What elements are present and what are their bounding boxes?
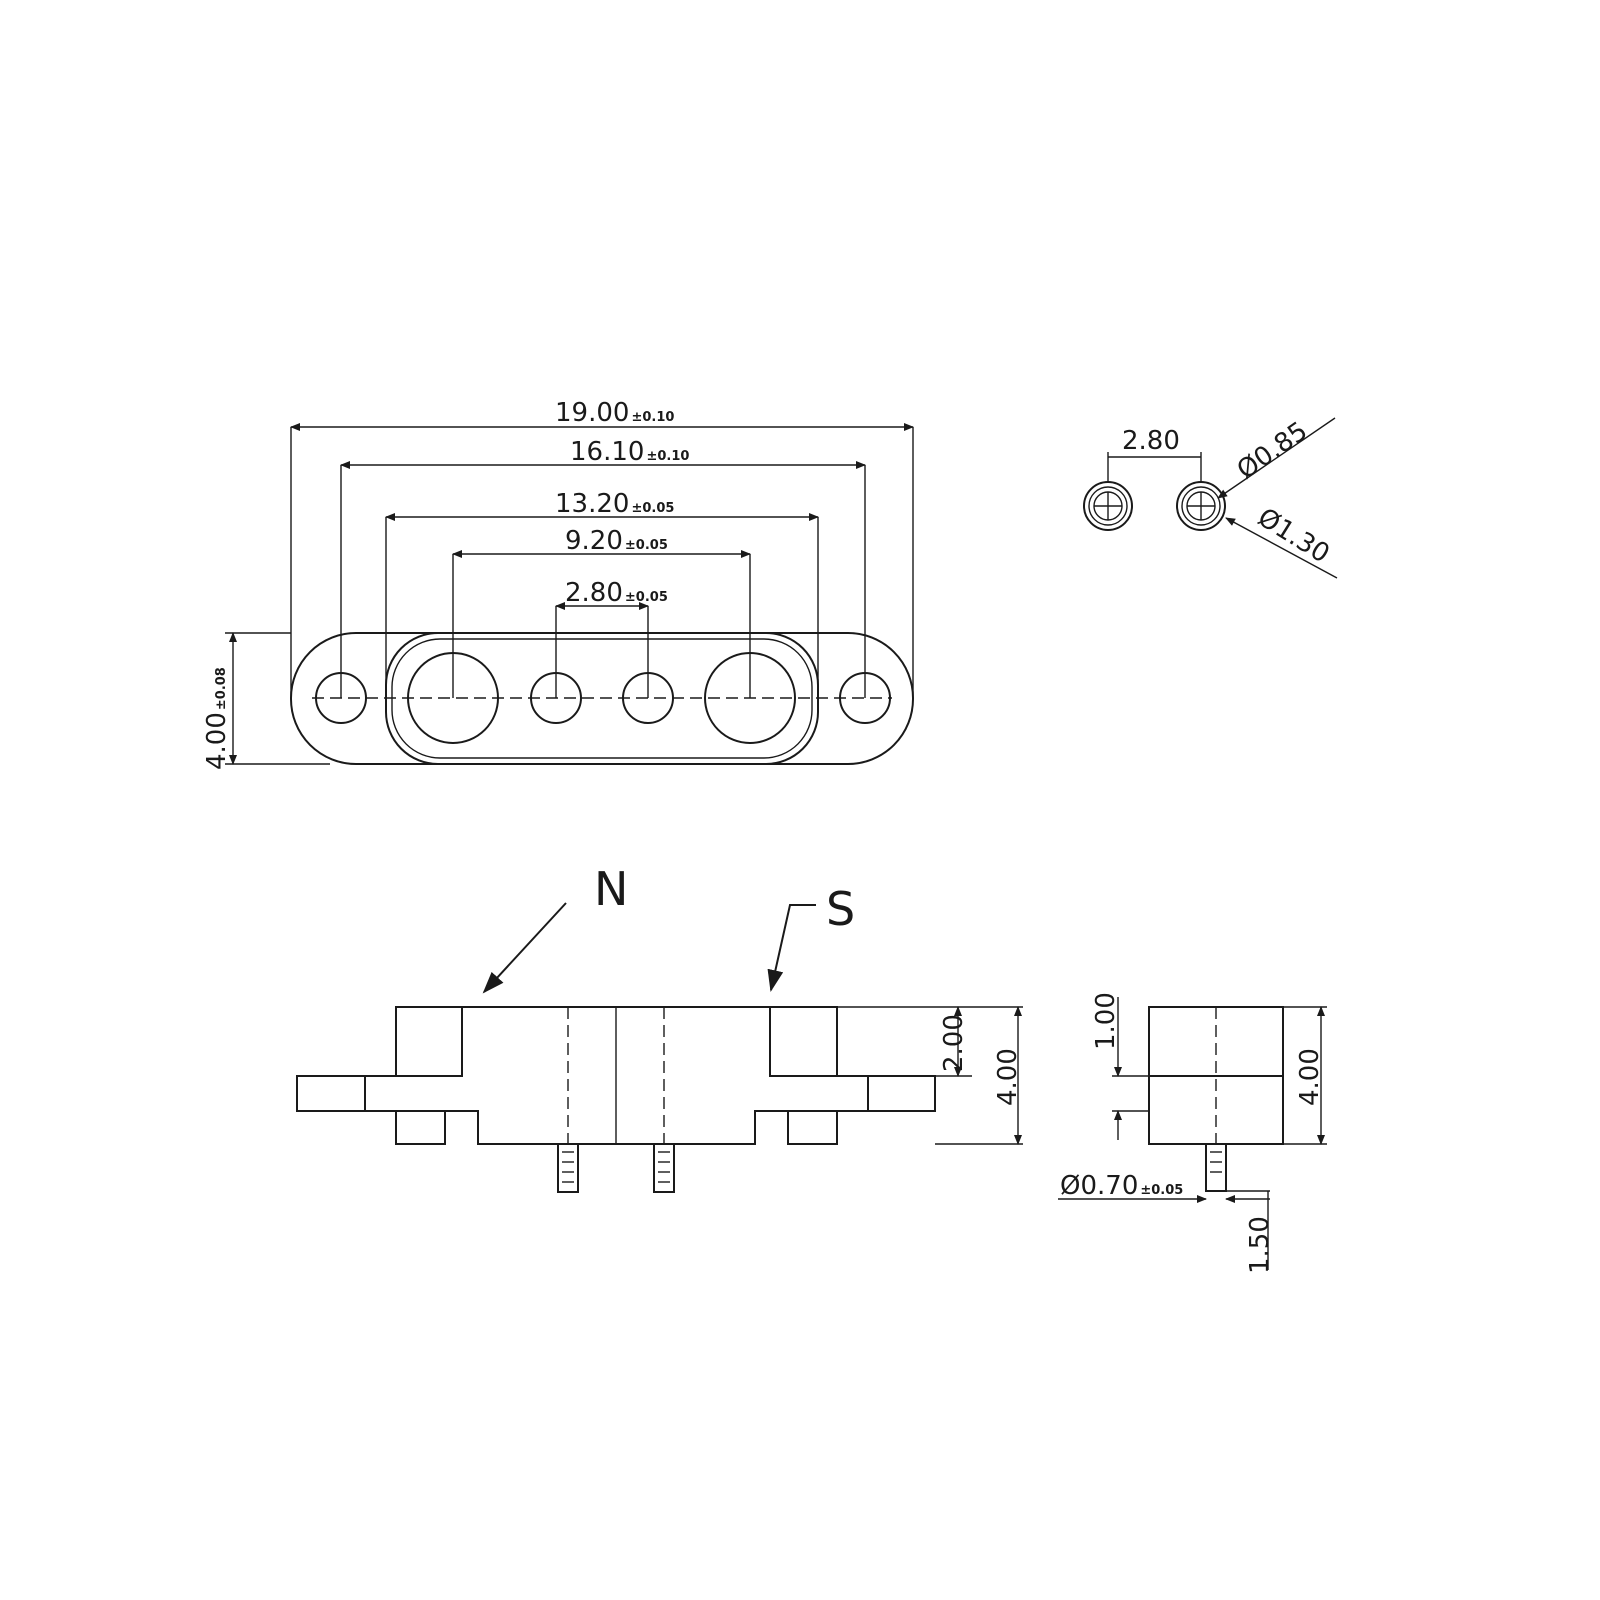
dim-4-label: 4.00: [993, 1048, 1023, 1106]
end-pin-len-label: 1.50: [1245, 1216, 1275, 1274]
dim-9-label: 9.20±0.05: [565, 526, 668, 556]
dim-16-label: 16.10±0.10: [570, 437, 689, 467]
end-view: 1.00 4.00 Ø0.70±0.05 1.50: [1058, 992, 1327, 1274]
side-pin-right: [653, 1143, 675, 1193]
pitch-dimension: [1107, 452, 1202, 482]
inner-dia-leader: [1217, 417, 1336, 499]
end-dim-1-label: 1.00: [1091, 992, 1121, 1050]
end-dim-4-label: 4.00: [1295, 1048, 1325, 1106]
top-view: 19.00±0.10 16.10±0.10 13.20±0.05 9.20±0.…: [202, 398, 914, 770]
pin-left: [1083, 481, 1133, 531]
dim-2-8-label: 2.80±0.05: [565, 578, 668, 608]
end-pin-dia-label: Ø0.70±0.05: [1060, 1171, 1183, 1201]
side-view: N S 2.00 4.00: [296, 862, 1023, 1193]
dim-2-label: 2.00: [939, 1014, 969, 1072]
outer-dia-leader: [1225, 517, 1338, 579]
side-extension-lines: [837, 1006, 1023, 1145]
side-hidden-pin-lines: [567, 1007, 665, 1144]
dim-height-label: 4.00±0.08: [202, 667, 232, 770]
pole-n-label: N: [594, 862, 628, 916]
pole-s-label: S: [826, 882, 855, 936]
side-right-bottom-block: [787, 1110, 838, 1145]
inner-dia-label: Ø0.85: [1232, 416, 1313, 486]
side-right-flange: [867, 1075, 936, 1112]
outer-dia-label: Ø1.30: [1252, 502, 1334, 569]
side-right-top-block: [769, 1006, 838, 1077]
end-pin: [1205, 1143, 1227, 1192]
side-left-flange: [296, 1075, 366, 1112]
pin-detail: 2.80 Ø0.85 Ø1.30: [1083, 416, 1338, 579]
dimension-lines: [229, 423, 914, 765]
pole-n-arrow: [482, 902, 567, 994]
pin-right: [1176, 481, 1226, 531]
pitch-label: 2.80: [1122, 426, 1180, 456]
side-left-bottom-block: [395, 1110, 446, 1145]
side-left-top-block: [395, 1006, 463, 1077]
pole-s-arrow: [767, 904, 816, 992]
dim-19-label: 19.00±0.10: [555, 398, 674, 428]
side-body-profile: [364, 1006, 869, 1145]
dim-13-label: 13.20±0.05: [555, 489, 674, 519]
side-pin-left: [557, 1143, 579, 1193]
